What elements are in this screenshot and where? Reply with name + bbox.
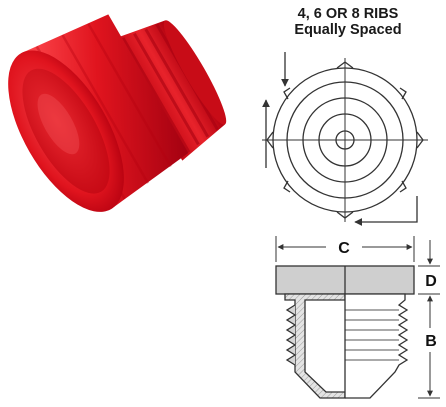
ribs-count-label: 4, 6 OR 8 RIBS: [297, 6, 399, 22]
plug-thread: [112, 20, 227, 161]
ribs-spacing-label: Equally Spaced: [294, 22, 402, 38]
section-view: [275, 265, 415, 399]
thread-left: [285, 304, 297, 366]
plug-cap: [8, 14, 189, 212]
ribs-note: 4, 6 OR 8 RIBS Equally Spaced: [248, 6, 446, 38]
dim-c-label: C: [338, 240, 350, 257]
end-view: [262, 52, 428, 226]
rib-leader-right: [354, 196, 418, 226]
dim-d-label: D: [425, 273, 437, 290]
dim-b-label: B: [425, 333, 437, 350]
dimension-lines: [275, 236, 440, 399]
